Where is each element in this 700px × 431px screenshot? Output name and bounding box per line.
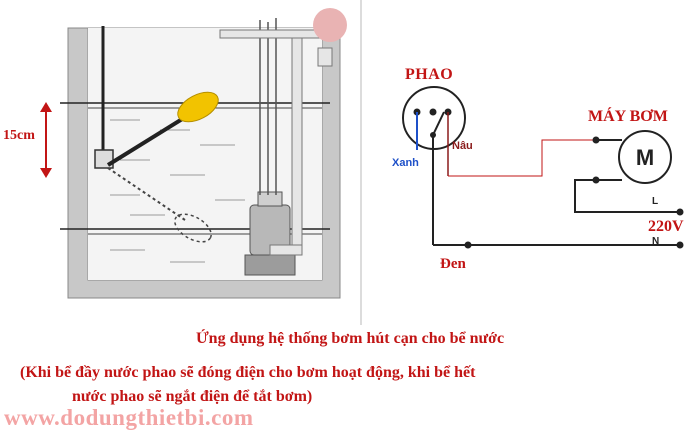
voltage-label: 220V bbox=[648, 218, 684, 235]
top-pipe bbox=[219, 29, 326, 39]
wire-brown-run bbox=[448, 139, 596, 177]
tank-drawing bbox=[40, 18, 341, 299]
float-up bbox=[177, 91, 219, 123]
motor-terminal-top bbox=[592, 136, 600, 144]
circuit-drawing: M bbox=[402, 86, 684, 249]
motor-symbol: M bbox=[636, 145, 654, 170]
float-switch-blade bbox=[432, 111, 445, 136]
float-down bbox=[174, 213, 212, 243]
line-N-label: N bbox=[652, 236, 660, 247]
pump-base bbox=[244, 254, 296, 276]
motor-lead-bottom bbox=[574, 179, 680, 213]
circuit-diagram: M bbox=[360, 0, 700, 325]
watermark: www.dodungthietbi.com bbox=[4, 405, 254, 430]
caption-line-1: (Khi bể đầy nước phao sẽ đóng điện cho b… bbox=[20, 364, 476, 381]
level-arrow-down-head bbox=[40, 168, 52, 178]
logo-icon bbox=[313, 8, 347, 42]
caption-title: Ứng dụng hệ thống bơm hút cạn cho bể nướ… bbox=[195, 330, 505, 347]
pump-top bbox=[257, 191, 283, 207]
line-terminal-N bbox=[676, 241, 684, 249]
wire-blue-label: Xanh bbox=[392, 157, 419, 169]
level-arrow-up-head bbox=[40, 102, 52, 112]
outlet-valve bbox=[317, 47, 333, 67]
divider bbox=[360, 0, 362, 325]
neutral-junction bbox=[464, 241, 472, 249]
line-L-label: L bbox=[652, 196, 659, 207]
motor-circle bbox=[618, 130, 672, 184]
caption-line-2: nước phao sẽ ngắt điện để tắt bơm) bbox=[72, 388, 313, 405]
line-terminal-L bbox=[676, 208, 684, 216]
float-title: PHAO bbox=[405, 66, 454, 83]
wire-black-label: Đen bbox=[440, 256, 466, 272]
tank-illustration bbox=[0, 0, 360, 325]
float-switch-contact-mid bbox=[429, 108, 437, 116]
wire-brown-label: Nâu bbox=[452, 140, 473, 152]
discharge-elbow bbox=[269, 244, 303, 256]
pump-title: MÁY BƠM bbox=[588, 108, 668, 125]
level-label: 15cm bbox=[3, 128, 35, 143]
discharge-pipe bbox=[291, 29, 303, 256]
motor-terminal-bottom bbox=[592, 176, 600, 184]
